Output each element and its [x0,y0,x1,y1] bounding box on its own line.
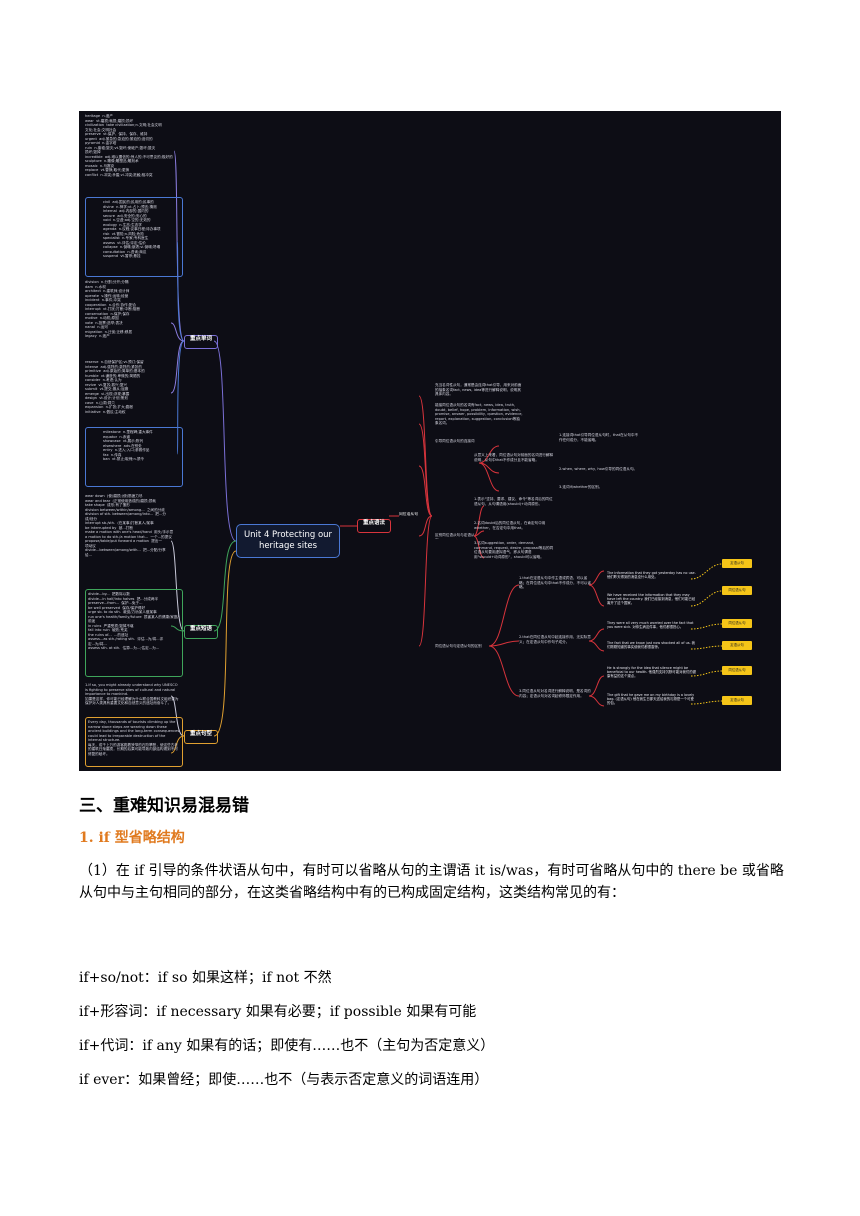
mindmap-center-topic: Unit 4 Protecting our heritage sites [236,524,340,558]
clause-tag-1: 定语从句 [722,559,752,568]
example-sentence-4: The fact that we know just now shocked a… [607,641,696,650]
branch-sentences: 重点句型 [184,730,218,744]
vocab-group-5-frame: milestone n.里程碑;重大事件 equator n.赤道 showca… [85,427,183,487]
vocab-group-4: reserve n.自然保护区;vt.预订;保留 intense adj.强烈的… [85,360,145,414]
phrase-group-1: wear down (使)磨损;(使)筋疲力尽 wear and tear (正… [85,494,174,557]
example-sentence-5: He is strongly for the idea that silence… [607,666,697,679]
clause-tag-2: 同位语从句 [722,586,752,595]
vocab-group-1: heritage n.遗产 wear vt.磨损;耗损;磨损;损坏 civili… [85,114,173,177]
vocab-group-2-frame: civil adj.国民的;民用的;民事的 divine n.神学;vt.占卜;… [85,197,183,277]
sentence-group-1: 1.If so, you might already understand wh… [85,683,179,705]
vocab-group-5: milestone n.里程碑;重大事件 equator n.赤道 showca… [103,430,153,461]
vocab-group-3: division n.分割;分开;分隔 dam n.水坝 architect n… [85,280,141,338]
structure-line-1: if+so/not：if so 如果这样；if not 不然 [79,970,332,986]
example-sentence-6: The gift that he gave me on my birthday … [607,693,695,706]
distinction-note-1: 1.that在定语从句中作主语或宾语，可以省略；在同位语从句中that不作成分，… [519,576,591,589]
branch-grammar: 重点语法 [357,519,391,533]
grammar-rule-1: 1.表示"坚持、要求、建议、命令"等名词后的同位语从句，从句谓语用(should… [474,497,553,506]
phrase-group-2-frame: divide...by... 把数除以数 divide...in half/in… [85,589,183,677]
sentence-group-2: Every day, thousands of tourists climbin… [88,720,180,756]
grammar-box-1: 充当名词性从句，通常是由连词that引导，用来对前面的抽象名词fact, new… [435,383,522,396]
clause-tag-5: 同位语从句 [722,666,752,675]
branch-vocab: 重点单词 [184,335,218,349]
grammar-detail-4: 3.连词if/whether的区别。 [559,485,603,489]
sentence-group-2-frame: Every day, thousands of tourists climbin… [85,717,183,767]
example-sentence-1: The information that they got yesterday … [607,571,696,580]
structure-line-2: if+形容词：if necessary 如果有必要；if possible 如果… [79,1004,477,1020]
phrase-group-2: divide...by... 把数除以数 divide...in half/in… [88,592,179,650]
grammar-box-4: 区别同位语从句与定语从句 [435,533,475,539]
clause-tag-3: 同位语从句 [722,619,752,628]
grammar-detail-2: 1.连接词that引导同位语从句时，that在从句中不作任何成分，不能省略。 [559,433,639,442]
distinction-note-3: 3.同位语从句对名词进行解释说明，是名词的内容；定语从句对名词起修饰限定作用。 [519,689,591,698]
subsection-heading: 1. if 型省略结构 [79,830,185,846]
grammar-box-3: 引导同位语从句的连接词 [435,439,475,443]
vocab-group-2: civil adj.国民的;民用的;民事的 divine n.神学;vt.占卜;… [103,200,161,258]
grammar-rule-3: 3.名词suggestion, order, demand, command, … [474,541,554,559]
branch-phrases: 重点短语 [184,625,218,639]
section-heading: 三、重难知识易混易错 [79,796,249,816]
structure-line-3: if+代词：if any 如果有的话；即使有……也不（主句为否定意义） [79,1038,495,1054]
clause-tag-4: 定语从句 [722,641,752,650]
grammar-detail-3: 2.when, where, why, how引导的同位语从句。 [559,467,638,471]
grammar-detail-1: 从意义上来看，同位语从句对前面的名词进行解释说明，从句中that不作成分且不能省… [474,453,554,462]
grammar-box-2: 能接同位语从句的名词有fact, news, idea, truth, doub… [435,403,523,425]
grammar-subtopic: 同位语从句 [399,512,418,516]
grammar-box-5: 同位语从句与定语从句的区别 [435,644,482,648]
structure-line-4: if ever：如果曾经；即使……也不（与表示否定意义的词语连用） [79,1072,489,1088]
grammar-rule-2: 2.名词doubt后的同位语从句，在肯定句中用whether，在否定句中用tha… [474,521,546,530]
example-sentence-2: We have received the information that th… [607,593,696,606]
clause-tag-6: 定语从句 [722,696,752,705]
mindmap-image: heritage n.遗产 wear vt.磨损;耗损;磨损;损坏 civili… [79,111,781,771]
distinction-note-2: 2.that在同位语从句中起连接作用，无实际意义；在定语从句中作句子成分。 [519,635,591,644]
body-paragraph: （1）在 if 引导的条件状语从句中，有时可以省略从句的主谓语 it is/wa… [79,863,784,901]
example-sentence-3: They were all very much worried over the… [607,621,694,630]
